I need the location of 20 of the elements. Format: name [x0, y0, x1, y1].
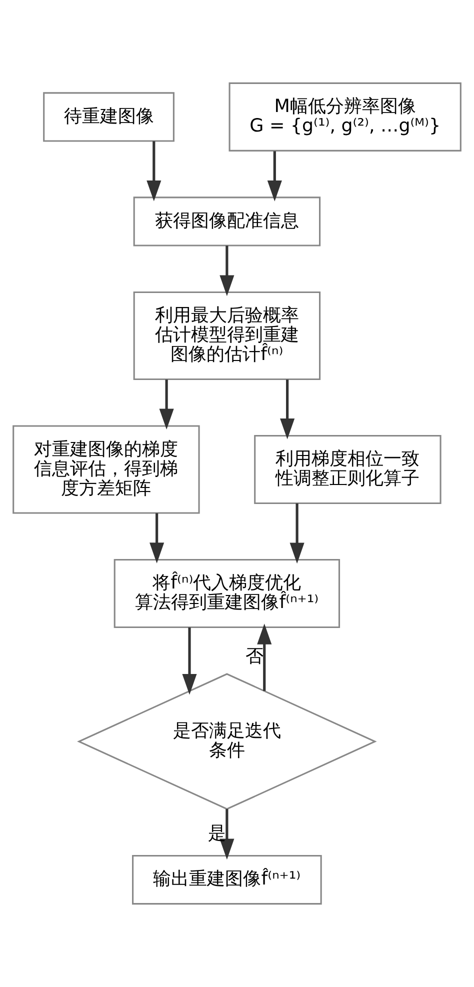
arrow	[150, 513, 164, 564]
node-box: 输出重建图像f̂⁽ⁿ⁺¹⁾	[132, 854, 322, 905]
arrow	[159, 380, 174, 430]
node-box: M幅低分辨率图像 G = {g⁽¹⁾, g⁽²⁾, …g⁽ᴹ⁾}	[228, 82, 462, 152]
node-box: 利用梯度相位一致性调整正则化算子	[254, 434, 442, 504]
edge-label: 是	[208, 823, 226, 844]
node-box: 利用最大后验概率估计模型得到重建图像的估计f̂⁽ⁿ⁾	[133, 291, 321, 380]
arrow	[182, 627, 197, 695]
arrow	[290, 503, 304, 564]
arrow	[220, 246, 234, 296]
node-box: 待重建图像	[43, 92, 174, 142]
arrow	[257, 624, 272, 691]
node-box: 将f̂⁽ⁿ⁾代入梯度优化算法得到重建图像f̂⁽ⁿ⁺¹⁾	[114, 558, 340, 628]
node-box: 对重建图像的梯度信息评估，得到梯度方差矩阵	[12, 425, 200, 514]
arrow	[220, 809, 234, 860]
arrow	[280, 380, 295, 440]
arrow	[146, 141, 162, 202]
node-box: 获得图像配准信息	[133, 196, 321, 246]
edge-label: 否	[246, 646, 264, 668]
arrow	[267, 151, 282, 202]
